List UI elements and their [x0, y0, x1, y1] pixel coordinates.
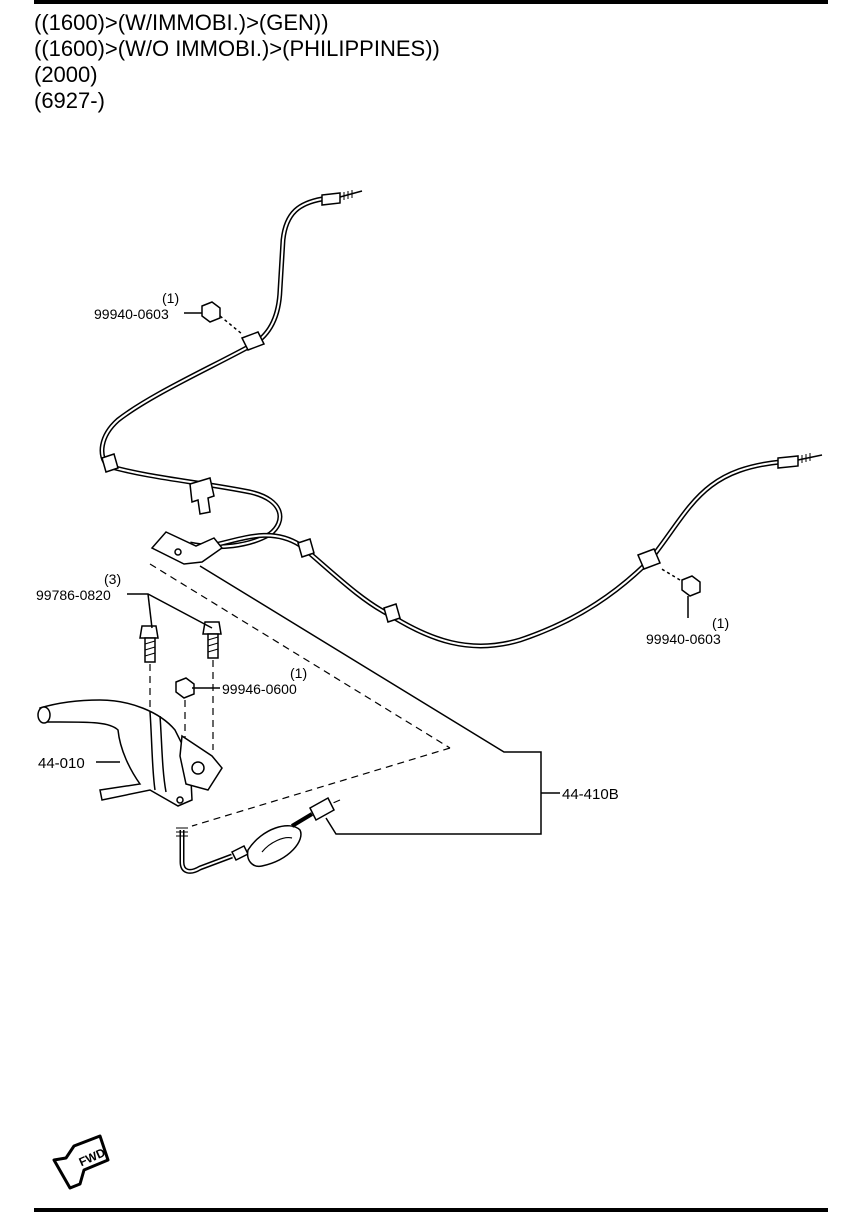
header-line: ((1600)>(W/IMMOBI.)>(GEN)) [34, 10, 329, 35]
nut-right-icon [659, 567, 701, 597]
nut-lever-icon [175, 677, 195, 699]
nut-upper-qty: (1) [162, 290, 179, 306]
top-rule [34, 0, 828, 4]
nut-lever-part: 99946-0600 [222, 681, 297, 697]
fwd-arrow-icon: FWD [52, 1134, 110, 1190]
cable-part: 44-410B [562, 786, 619, 803]
header-line: (6927-) [34, 88, 105, 113]
equalizer [150, 531, 224, 565]
nut-right-qty: (1) [712, 615, 729, 631]
lever-part: 44-010 [38, 755, 85, 772]
nut-upper-icon [201, 301, 243, 335]
nut-upper-part: 99940-0603 [94, 306, 169, 322]
bolt-icon [139, 621, 222, 663]
upper-cable [99, 190, 363, 550]
parking-brake-lever [37, 699, 223, 807]
nut-right-part: 99940-0603 [646, 631, 721, 647]
header-line: ((1600)>(W/O IMMOBI.)>(PHILIPPINES)) [34, 36, 440, 61]
bolt-qty: (3) [104, 571, 121, 587]
applicability-header: ((1600)>(W/IMMOBI.)>(GEN)) ((1600)>(W/O … [34, 10, 440, 114]
leader-lines [96, 312, 689, 835]
bottom-rule [34, 1208, 828, 1212]
front-cable [176, 796, 335, 874]
right-cable [209, 453, 823, 649]
bolt-part: 99786-0820 [36, 587, 111, 603]
nut-lever-qty: (1) [290, 665, 307, 681]
header-line: (2000) [34, 62, 98, 87]
